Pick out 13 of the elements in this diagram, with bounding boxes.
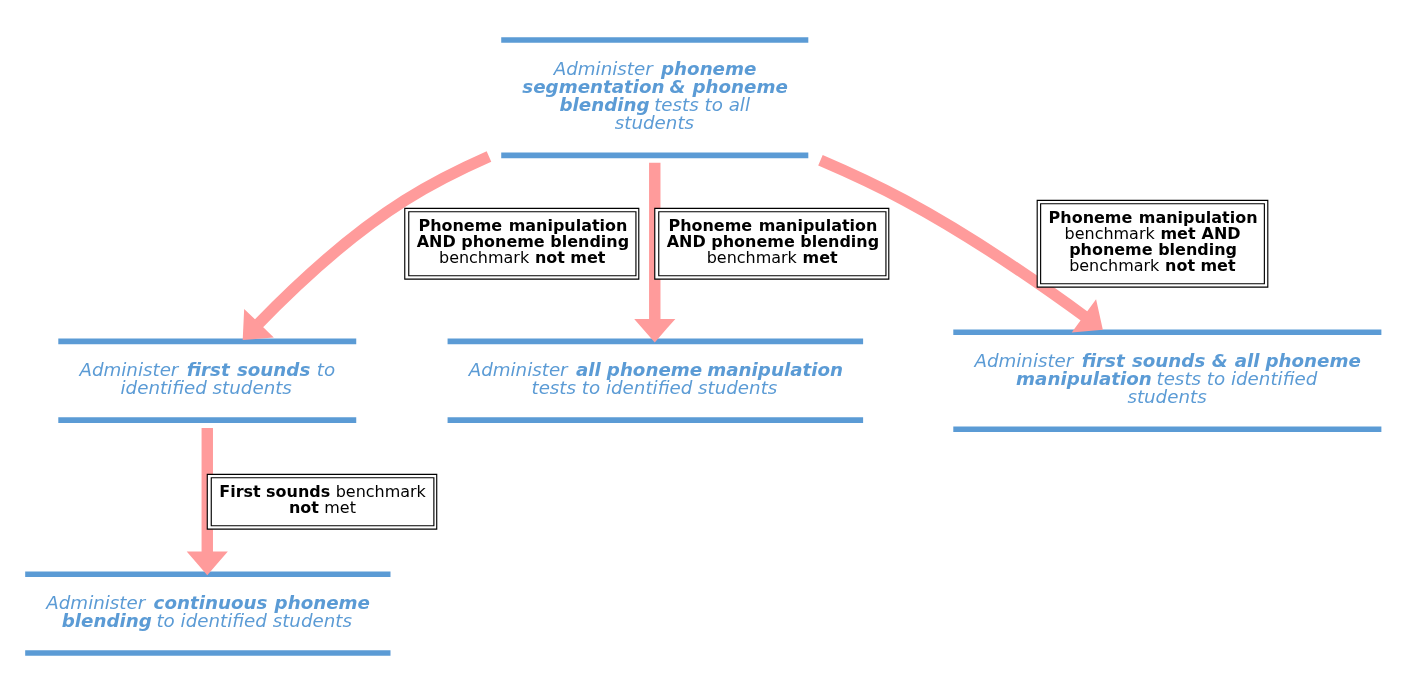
node-text: Administer first sounds & all phoneme manipulation tests to identified students	[974, 349, 1361, 408]
arrow	[186, 428, 228, 576]
arrow	[242, 151, 492, 341]
node-text: Administer phoneme segmentation & phoneme blending tests to all students	[522, 57, 788, 134]
node-text: Administer all phoneme manipulation tests to identified students	[468, 358, 843, 399]
edge-label: Phoneme manipulation benchmark met AND phoneme blending benchmark not met	[1048, 208, 1258, 276]
edge-label: Phoneme manipulation AND phoneme blending benchmark not met	[416, 216, 630, 268]
node-text: Administer first sounds to identified students	[79, 358, 336, 399]
edge-label: Phoneme manipulation AND phoneme blending benchmark met	[666, 216, 880, 268]
edge-label: First sounds benchmark not met	[219, 482, 426, 518]
node-text: Administer continuous phoneme blending to identified students	[46, 591, 370, 632]
arrow	[634, 162, 676, 343]
arrow	[818, 155, 1103, 333]
